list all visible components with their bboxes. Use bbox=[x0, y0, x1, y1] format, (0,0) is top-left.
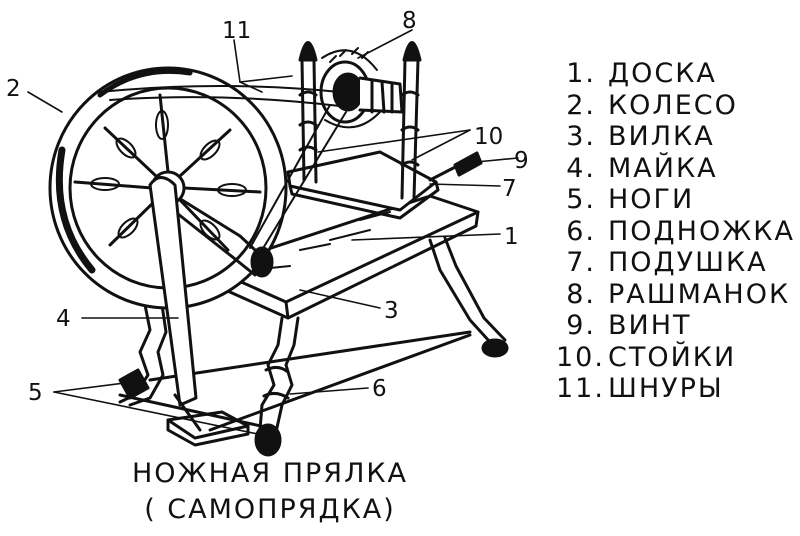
callout-10: 10 bbox=[474, 124, 503, 150]
wheel-support bbox=[176, 198, 274, 278]
legend-num: 7. bbox=[566, 247, 596, 278]
legend-item: 4. МАЙКА bbox=[556, 153, 795, 185]
callout-1: 1 bbox=[504, 224, 519, 250]
legend-num: 5. bbox=[566, 184, 596, 215]
legend-item: 10.СТОЙКИ bbox=[556, 342, 795, 374]
legend-label: ПОДНОЖКА bbox=[608, 215, 795, 247]
legend-num: 6. bbox=[566, 215, 596, 247]
legend-item: 5. НОГИ bbox=[556, 184, 795, 216]
caption-subtitle: ( САМОПРЯДКА) bbox=[144, 494, 396, 525]
callout-11: 11 bbox=[222, 18, 251, 44]
legend-item: 6. ПОДНОЖКА bbox=[556, 216, 795, 248]
front-leg bbox=[254, 316, 300, 457]
legend-label: НОГИ bbox=[608, 184, 695, 215]
back-legs bbox=[118, 236, 509, 407]
callout-8: 8 bbox=[402, 8, 417, 34]
footman-bar bbox=[148, 176, 202, 432]
callout-4: 4 bbox=[56, 306, 71, 332]
callout-2: 2 bbox=[6, 76, 21, 102]
legend-num: 11. bbox=[556, 373, 605, 404]
legend-item: 1. ДОСКА bbox=[556, 58, 795, 90]
legend-label: СТОЙКИ bbox=[608, 341, 737, 373]
legend-label: МАЙКА bbox=[608, 152, 718, 184]
treadle bbox=[118, 330, 472, 447]
legend-label: ШНУРЫ bbox=[608, 373, 724, 404]
legend-num: 9. bbox=[566, 310, 596, 341]
legend-num: 3. bbox=[566, 121, 596, 152]
legend-item: 11.ШНУРЫ bbox=[556, 373, 795, 405]
legend-item: 9. ВИНТ bbox=[556, 310, 795, 342]
callout-9: 9 bbox=[514, 148, 529, 174]
caption-title: НОЖНАЯ ПРЯЛКА bbox=[131, 458, 409, 489]
legend-item: 8. РАШМАНОК bbox=[556, 279, 795, 311]
parts-legend: 1.ДОСКА 2.КОЛЕСО 3.ВИЛКА 4.МАЙКА 5.НОГИ … bbox=[556, 58, 795, 405]
callout-5: 5 bbox=[28, 380, 43, 406]
legend-num: 2. bbox=[566, 89, 596, 121]
legend-label: ВИНТ bbox=[608, 310, 692, 341]
callout-6: 6 bbox=[372, 376, 387, 402]
legend-num: 4. bbox=[566, 152, 596, 184]
legend-label: ВИЛКА bbox=[608, 121, 715, 152]
legend-label: КОЛЕСО bbox=[608, 89, 738, 121]
legend-num: 8. bbox=[566, 278, 596, 310]
leader-lines bbox=[27, 29, 519, 435]
callouts: 1 2 3 4 5 6 7 8 9 10 11 bbox=[6, 8, 529, 406]
legend-item: 2. КОЛЕСО bbox=[556, 90, 795, 122]
callout-7: 7 bbox=[502, 176, 517, 202]
legend-num: 10. bbox=[556, 341, 605, 373]
flyer-assembly bbox=[286, 41, 483, 220]
legend-label: РАШМАНОК bbox=[608, 278, 791, 310]
legend-item: 3. ВИЛКА bbox=[556, 121, 795, 153]
legend-num: 1. bbox=[566, 58, 596, 89]
legend-label: ПОДУШКА bbox=[608, 247, 768, 278]
callout-3: 3 bbox=[384, 298, 399, 324]
legend-item: 7. ПОДУШКА bbox=[556, 247, 795, 279]
legend-label: ДОСКА bbox=[608, 58, 717, 89]
drive-cords bbox=[99, 85, 347, 251]
